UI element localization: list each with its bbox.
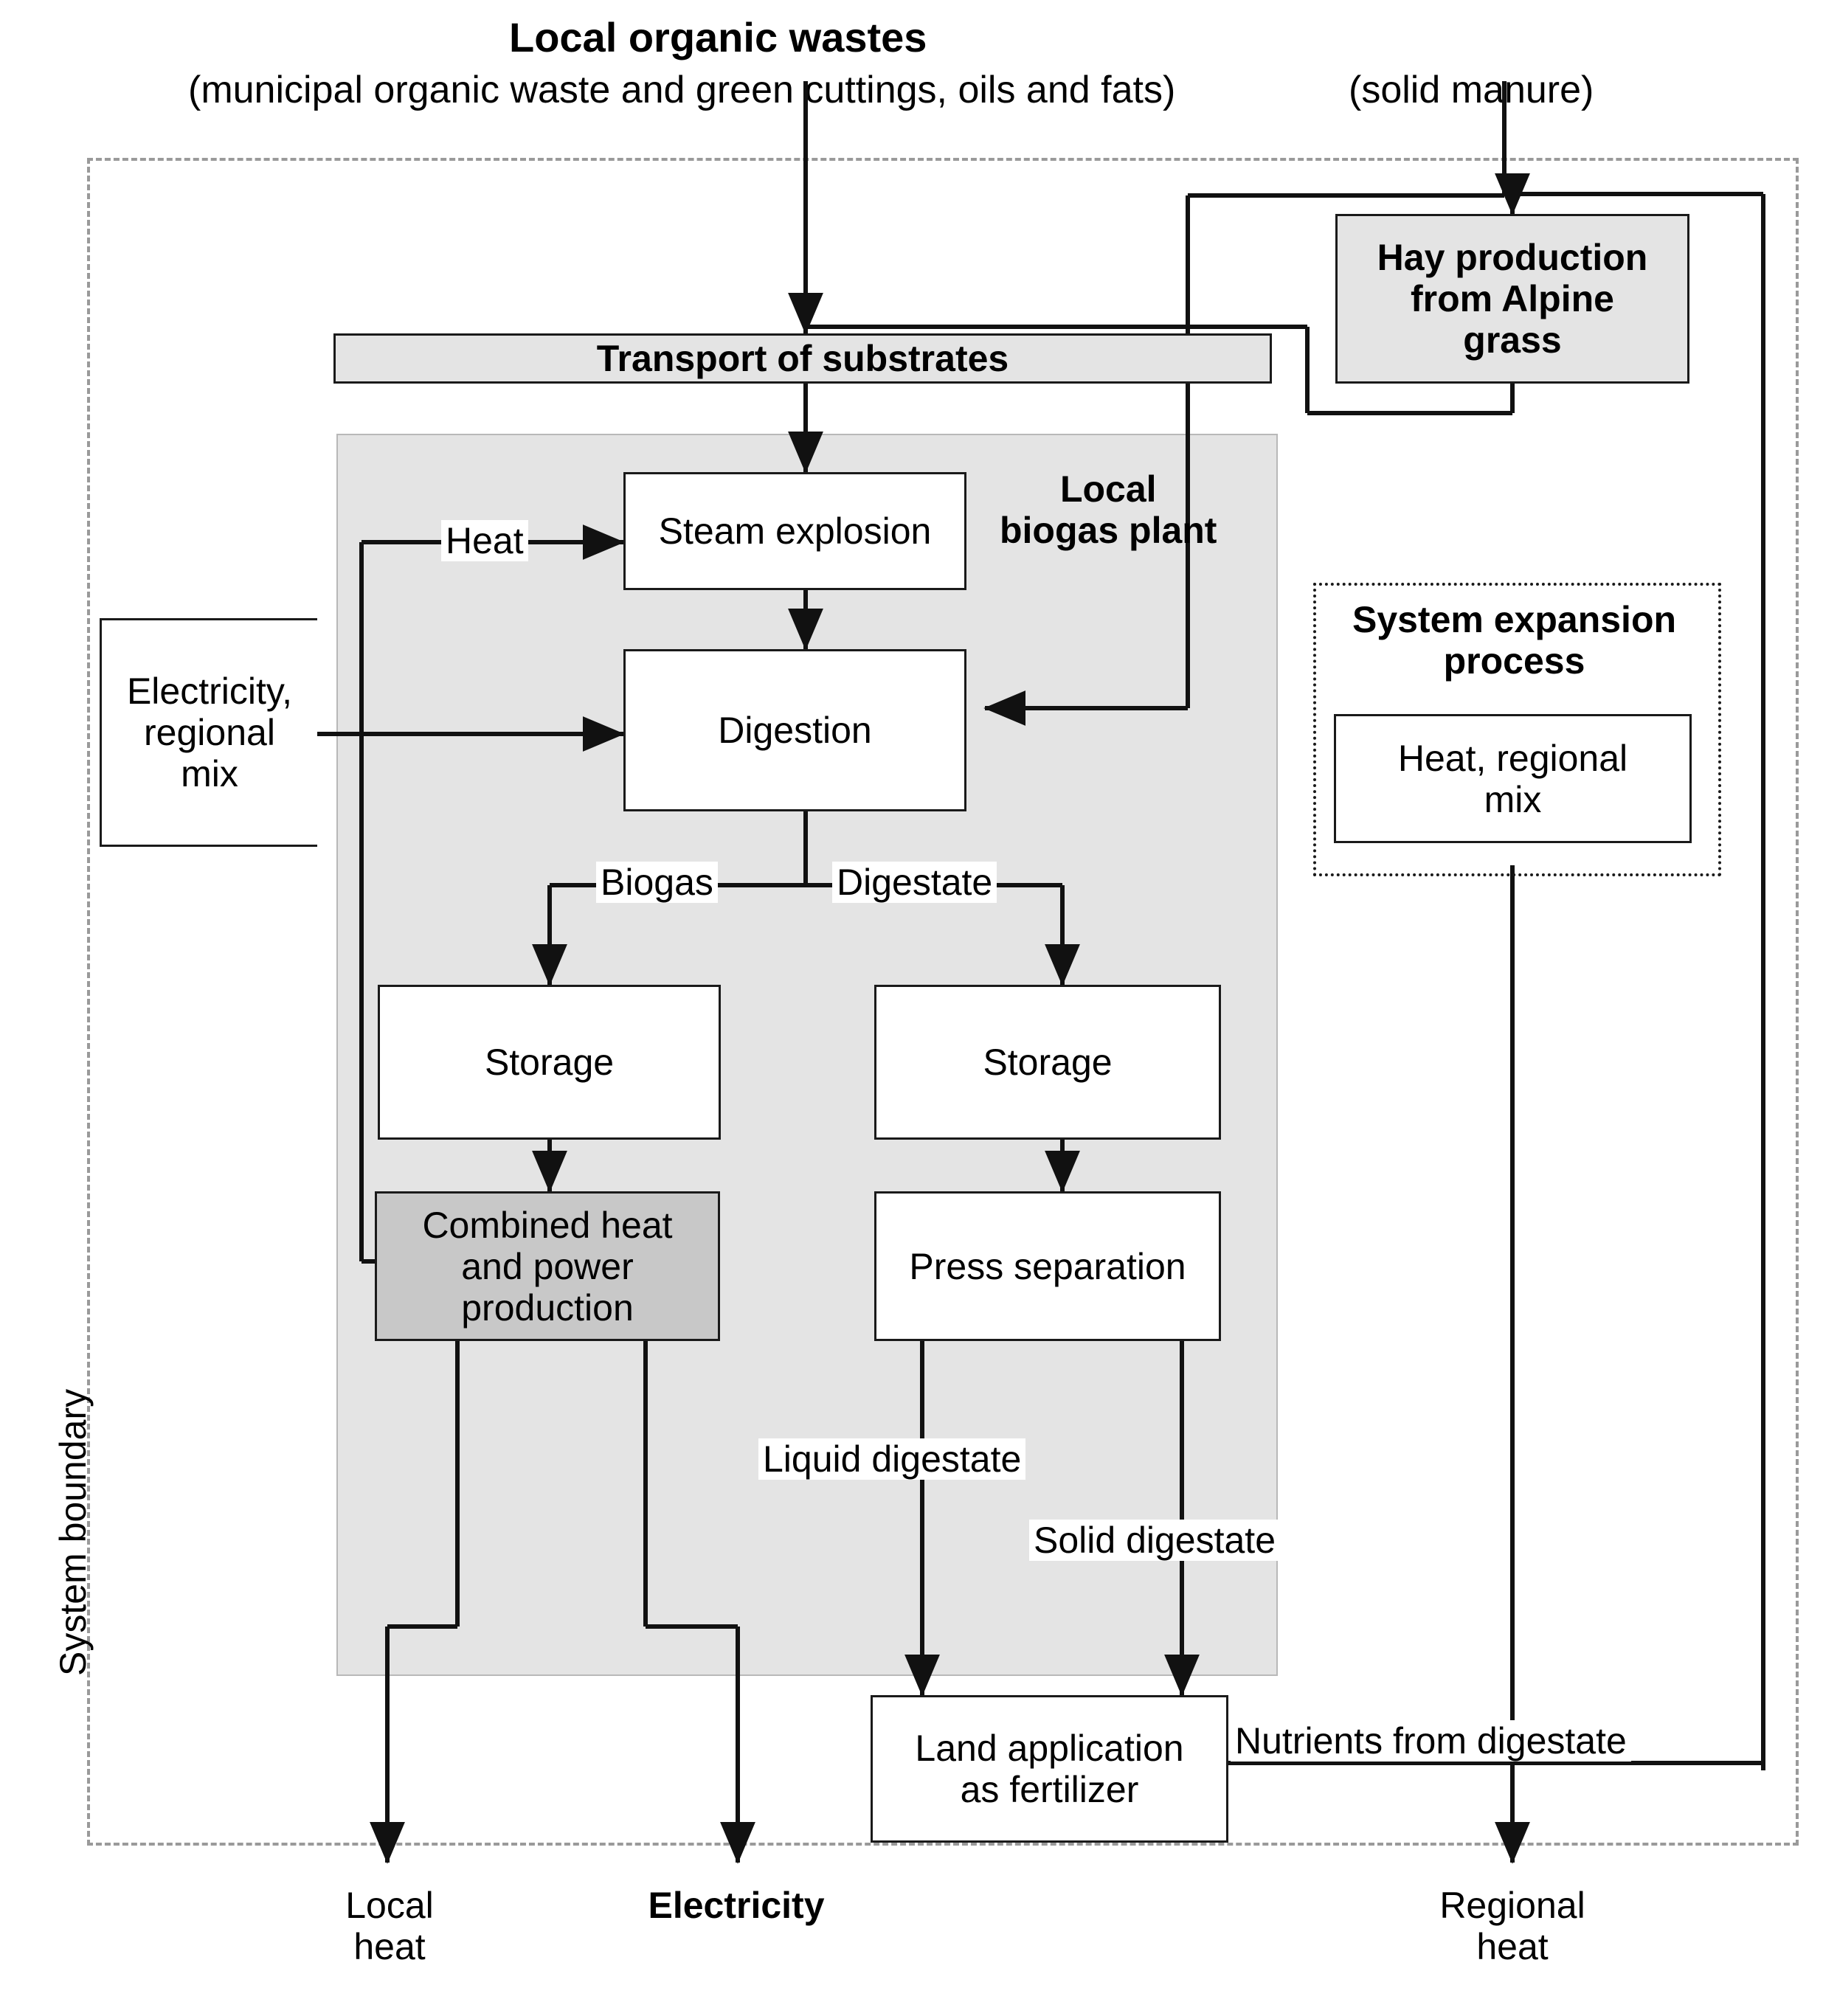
electricity-mix-line3: mix bbox=[181, 753, 238, 794]
regional-heat-line2: heat bbox=[1476, 1926, 1549, 1967]
node-electricity-regional-mix[interactable]: Electricity, regional mix bbox=[100, 618, 317, 847]
edge-label-solid-digestate: Solid digestate bbox=[1029, 1520, 1281, 1561]
storage-biogas-label: Storage bbox=[484, 1042, 615, 1083]
storage-digestate-label: Storage bbox=[983, 1042, 1113, 1083]
system-boundary-label: System boundary bbox=[52, 1388, 94, 1676]
hay-production-line3: grass bbox=[1463, 319, 1562, 361]
node-hay-production[interactable]: Hay production from Alpine grass bbox=[1335, 214, 1689, 384]
edge-label-digestate: Digestate bbox=[832, 862, 997, 903]
node-press-separation[interactable]: Press separation bbox=[874, 1191, 1221, 1341]
node-combined-heat-and-power[interactable]: Combined heat and power production bbox=[375, 1191, 720, 1341]
subtitle-right: (solid manure) bbox=[1349, 69, 1594, 111]
node-storage-biogas[interactable]: Storage bbox=[378, 985, 721, 1140]
transport-label: Transport of substrates bbox=[596, 338, 1009, 379]
system-expansion-container bbox=[1313, 583, 1721, 876]
press-separation-label: Press separation bbox=[909, 1245, 1186, 1287]
edge-label-biogas: Biogas bbox=[596, 862, 718, 903]
node-storage-digestate[interactable]: Storage bbox=[874, 985, 1221, 1140]
output-regional-heat: Regional heat bbox=[1424, 1885, 1601, 1967]
page-title: Local organic wastes bbox=[509, 14, 927, 60]
edge-label-heat: Heat bbox=[441, 520, 528, 561]
local-heat-line2: heat bbox=[353, 1926, 426, 1967]
node-digestion[interactable]: Digestion bbox=[623, 649, 966, 811]
electricity-mix-line2: regional bbox=[144, 712, 275, 753]
regional-heat-line1: Regional bbox=[1439, 1885, 1585, 1926]
heat-regional-mix-line2: mix bbox=[1484, 778, 1542, 820]
system-expansion-title: System expansion process bbox=[1328, 599, 1701, 682]
node-heat-regional-mix[interactable]: Heat, regional mix bbox=[1334, 714, 1692, 843]
land-application-line2: as fertilizer bbox=[960, 1769, 1139, 1810]
heat-regional-mix-line1: Heat, regional bbox=[1397, 737, 1628, 779]
edge-label-liquid-digestate: Liquid digestate bbox=[758, 1438, 1026, 1480]
system-expansion-line2: process bbox=[1443, 640, 1585, 682]
chp-line1: Combined heat bbox=[422, 1204, 673, 1246]
hay-production-line1: Hay production bbox=[1377, 237, 1648, 278]
subtitle-left: (municipal organic waste and green cutti… bbox=[188, 69, 1176, 111]
node-transport-of-substrates[interactable]: Transport of substrates bbox=[333, 333, 1272, 384]
plant-label-line1: Local bbox=[1059, 468, 1157, 510]
output-electricity: Electricity bbox=[648, 1885, 825, 1926]
land-application-line1: Land application bbox=[915, 1728, 1184, 1769]
digestion-label: Digestion bbox=[718, 710, 872, 751]
local-biogas-plant-label: Local biogas plant bbox=[1000, 468, 1217, 551]
chp-line2: and power bbox=[461, 1245, 634, 1287]
node-steam-explosion[interactable]: Steam explosion bbox=[623, 472, 966, 590]
local-heat-line1: Local bbox=[345, 1885, 434, 1926]
edge-label-nutrients: Nutrients from digestate bbox=[1231, 1720, 1631, 1762]
hay-production-line2: from Alpine bbox=[1411, 278, 1614, 319]
output-local-heat: Local heat bbox=[323, 1885, 456, 1967]
system-expansion-line1: System expansion bbox=[1352, 599, 1677, 640]
plant-label-line2: biogas plant bbox=[1000, 510, 1217, 551]
system-boundary-rect bbox=[87, 158, 1799, 1846]
electricity-mix-line1: Electricity, bbox=[126, 671, 293, 712]
chp-line3: production bbox=[461, 1286, 634, 1329]
steam-explosion-label: Steam explosion bbox=[658, 510, 932, 552]
node-land-application[interactable]: Land application as fertilizer bbox=[871, 1695, 1228, 1843]
